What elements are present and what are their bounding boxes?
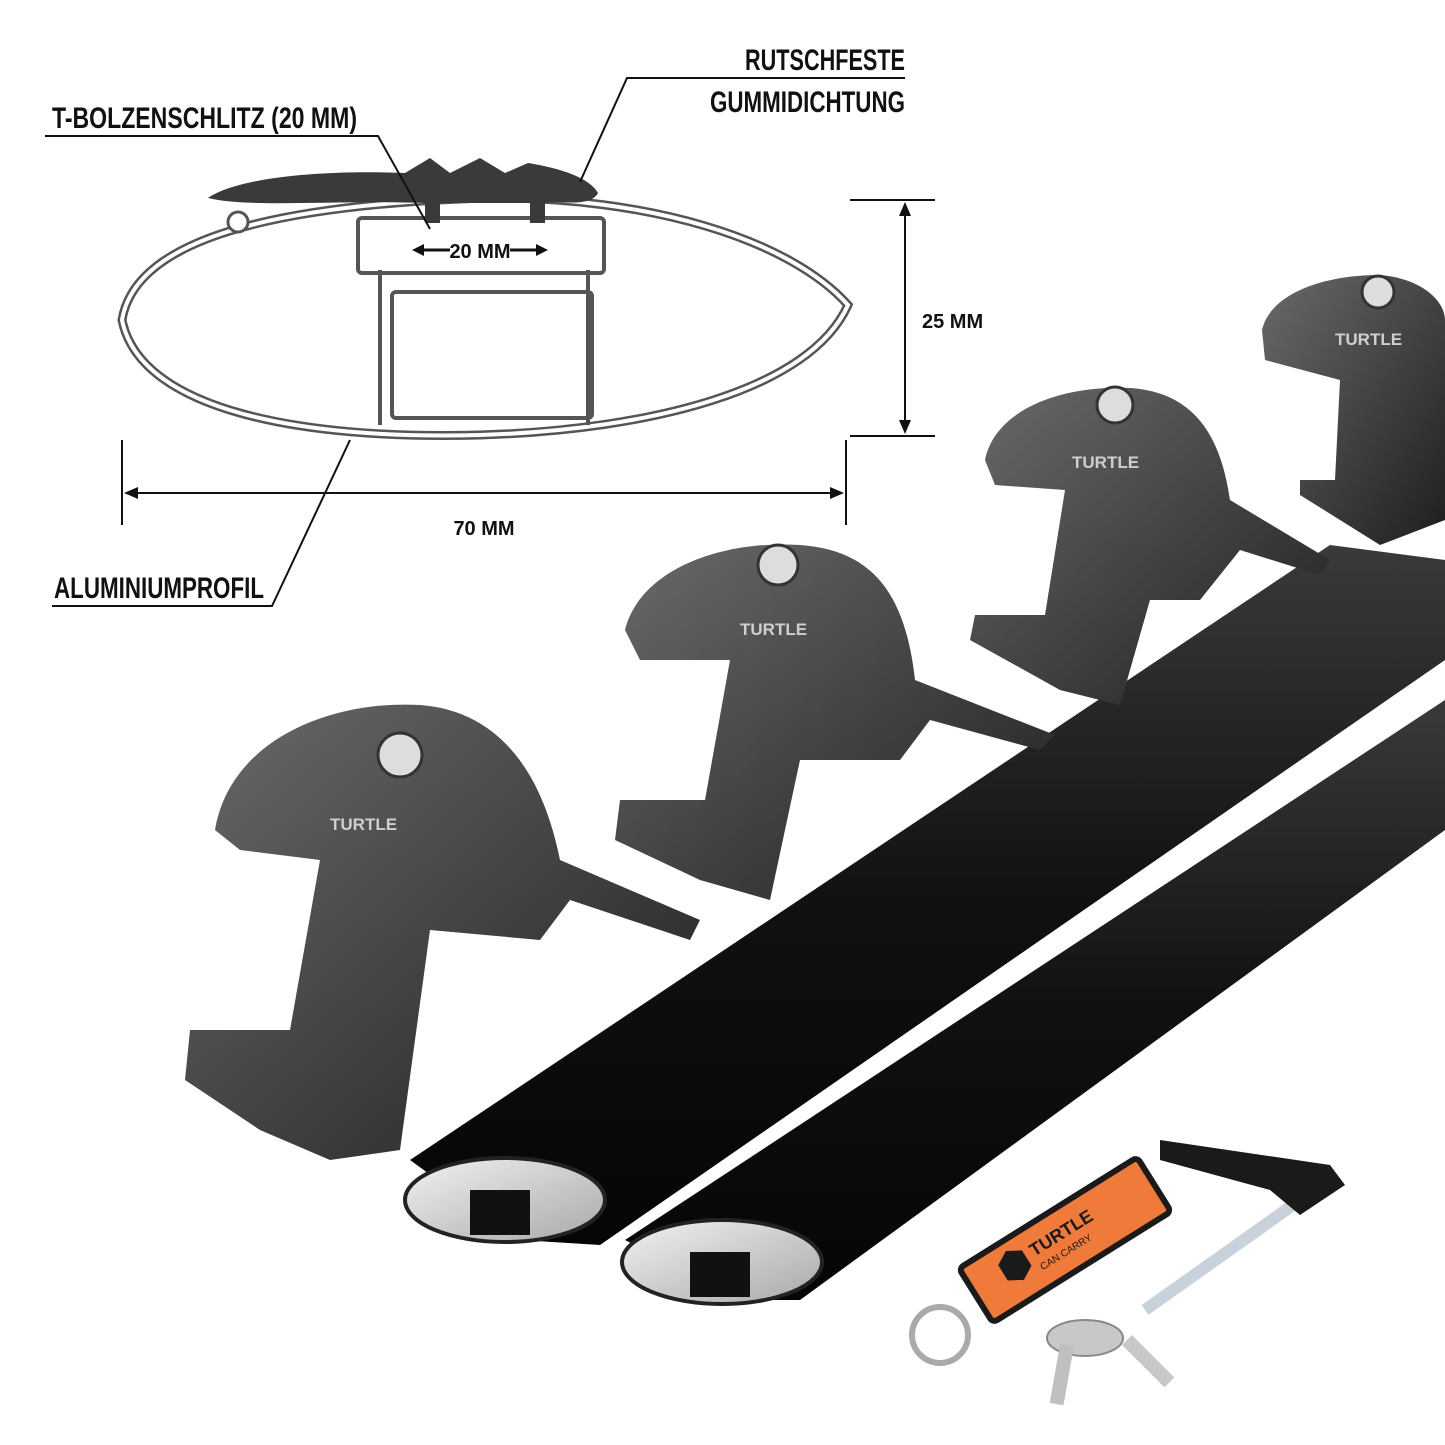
rubber-seal bbox=[208, 158, 598, 223]
width-dimension: 70 MM bbox=[121, 440, 847, 540]
svg-text:TURTLE: TURTLE bbox=[740, 620, 807, 639]
crossbar-2 bbox=[620, 700, 1445, 1306]
svg-text:GUMMIDICHTUNG: GUMMIDICHTUNG bbox=[710, 86, 905, 119]
key-ring-icon bbox=[909, 1304, 971, 1366]
callout-t-slot: T-BOLZENSCHLITZ (20 MM) bbox=[45, 102, 431, 230]
profile-cross-section bbox=[117, 158, 854, 440]
tag-logo-icon bbox=[998, 1250, 1032, 1281]
svg-text:RUTSCHFESTE: RUTSCHFESTE bbox=[745, 44, 905, 77]
svg-text:TURTLE: TURTLE bbox=[1072, 453, 1139, 472]
slot-width-dimension: 20 MM bbox=[412, 241, 548, 263]
callout-profile: ALUMINIUMPROFIL bbox=[52, 439, 351, 607]
height-label: 25 MM bbox=[922, 311, 983, 333]
height-dimension: 25 MM bbox=[850, 199, 983, 437]
roof-foot-4: TURTLE bbox=[1262, 274, 1445, 545]
keys-icon bbox=[1046, 1319, 1175, 1406]
svg-text:T-BOLZENSCHLITZ (20 MM): T-BOLZENSCHLITZ (20 MM) bbox=[52, 102, 357, 135]
key-tag: TURTLE CAN CARRY bbox=[957, 1156, 1173, 1324]
slot-width-label: 20 MM bbox=[449, 241, 510, 263]
roof-foot-1: TURTLE bbox=[185, 704, 700, 1160]
svg-text:TURTLE: TURTLE bbox=[330, 815, 397, 834]
svg-text:ALUMINIUMPROFIL: ALUMINIUMPROFIL bbox=[54, 572, 264, 605]
svg-text:TURTLE: TURTLE bbox=[1335, 330, 1402, 349]
roof-foot-2: TURTLE bbox=[615, 543, 1055, 900]
allen-key-tool-icon bbox=[1141, 1140, 1345, 1315]
roof-foot-3: TURTLE bbox=[970, 385, 1330, 705]
width-label: 70 MM bbox=[453, 518, 514, 540]
callout-rubber-seal: RUTSCHFESTE GUMMIDICHTUNG bbox=[579, 44, 905, 183]
crossbar-1 bbox=[403, 545, 1445, 1245]
